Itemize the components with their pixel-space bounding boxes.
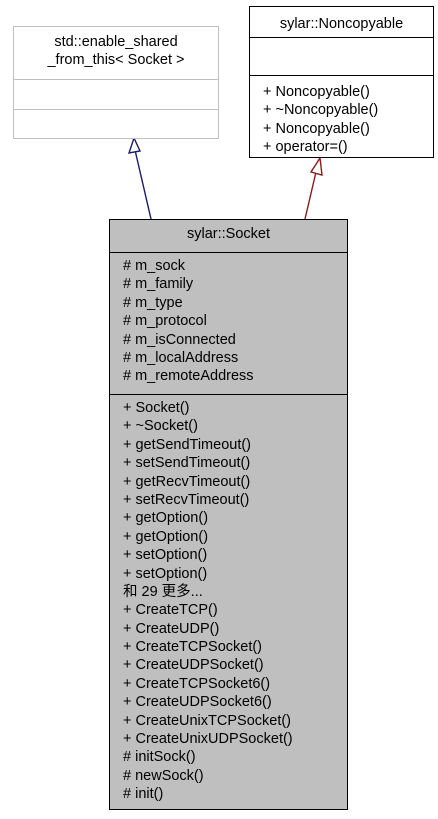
method-item: + operator=() — [263, 139, 348, 156]
methods-section: + Socket() + ~Socket() + getSendTimeout(… — [110, 394, 347, 809]
method-item: + setOption() — [123, 547, 208, 564]
method-item: + Noncopyable() — [263, 120, 370, 137]
method-item: + Socket() — [123, 400, 190, 416]
attribute-item: # m_sock — [123, 258, 186, 274]
method-item: + CreateUnixUDPSocket() — [123, 731, 293, 748]
hollow-arrowhead — [309, 155, 323, 176]
attributes-section — [250, 37, 433, 75]
class-title-line1: std::enable_shared — [54, 34, 178, 50]
class-box-enable-shared-from-this: std::enable_shared _from_this< Socket > — [13, 26, 219, 139]
attribute-item: # m_localAddress — [123, 349, 239, 366]
methods-section — [14, 109, 218, 138]
class-box-socket: sylar::Socket # m_sock # m_family # m_ty… — [109, 219, 348, 810]
method-item: + CreateUDPSocket6() — [123, 694, 272, 711]
hollow-arrowhead — [127, 136, 142, 154]
method-item: + setRecvTimeout() — [123, 491, 250, 508]
method-item: + ~Socket() — [123, 418, 198, 435]
methods-section: + Noncopyable() + ~Noncopyable() + Nonco… — [250, 75, 433, 157]
class-title: sylar::Socket — [187, 226, 270, 242]
attribute-item: # m_remoteAddress — [123, 368, 254, 385]
method-item: + CreateTCPSocket6() — [123, 675, 271, 692]
method-item: + setOption() — [123, 565, 208, 582]
class-box-noncopyable: sylar::Noncopyable + Noncopyable() + ~No… — [249, 6, 434, 158]
class-title: std::enable_shared _from_this< Socket > — [14, 33, 218, 69]
method-item: # init() — [123, 786, 164, 803]
method-item: + ~Noncopyable() — [263, 102, 379, 119]
method-item: + getSendTimeout() — [123, 436, 252, 453]
attribute-item: # m_protocol — [123, 313, 207, 330]
method-item: + getRecvTimeout() — [123, 473, 251, 490]
class-title: sylar::Noncopyable — [279, 16, 404, 32]
attribute-item: # m_isConnected — [123, 331, 236, 348]
method-item: + Noncopyable() — [263, 84, 370, 100]
method-item: # initSock() — [123, 749, 196, 766]
method-item: + getOption() — [123, 510, 209, 527]
method-item: + setSendTimeout() — [123, 455, 251, 472]
edge-line — [134, 149, 152, 220]
attribute-item: # m_type — [123, 294, 183, 311]
method-item: # newSock() — [123, 767, 204, 784]
edge-socket-to-noncopyable — [304, 155, 323, 220]
attribute-item: # m_family — [123, 276, 194, 293]
method-item: + CreateTCP() — [123, 602, 218, 619]
method-item: + getOption() — [123, 528, 209, 545]
attributes-section: # m_sock # m_family # m_type # m_protoco… — [110, 252, 347, 394]
method-item: + CreateUDP() — [123, 620, 220, 637]
method-item: + CreateUDPSocket() — [123, 657, 264, 674]
edge-line — [304, 171, 317, 220]
method-item: + CreateTCPSocket() — [123, 639, 263, 656]
method-item: + CreateUnixTCPSocket() — [123, 712, 292, 729]
attributes-section — [14, 79, 218, 109]
more-members-link[interactable]: 和 29 更多... — [123, 583, 203, 600]
class-title-line2: _from_this< Socket > — [47, 52, 185, 68]
edge-socket-to-enable-shared — [127, 136, 152, 220]
